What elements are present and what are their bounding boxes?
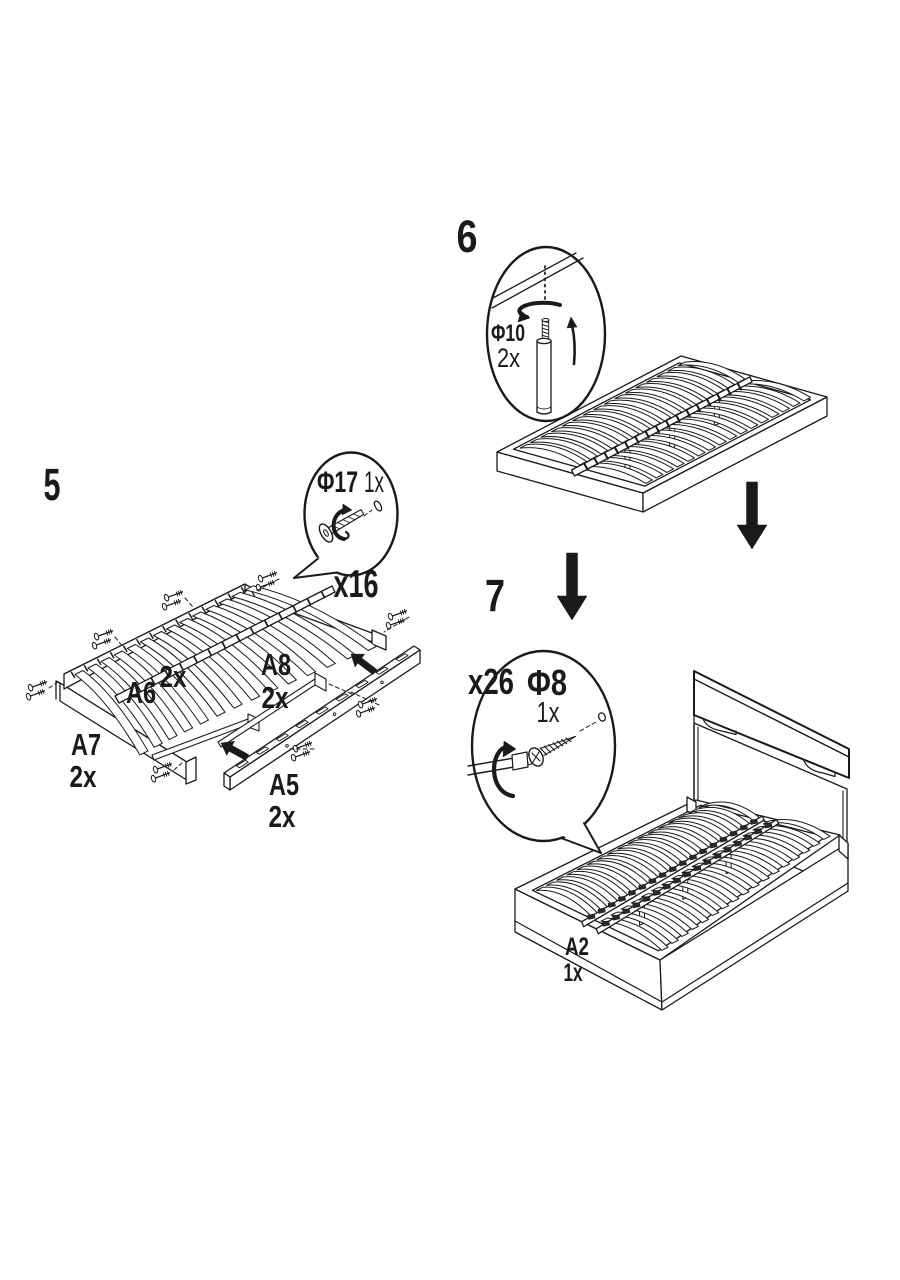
svg-text:1x: 1x [564,959,583,987]
svg-text:2x: 2x [160,659,188,694]
svg-text:Φ10: Φ10 [491,320,525,347]
svg-text:x16: x16 [334,563,379,606]
svg-text:A8: A8 [261,647,291,682]
svg-text:A6: A6 [126,675,156,710]
svg-text:2x: 2x [262,680,290,715]
svg-text:2x: 2x [269,799,297,834]
svg-text:2x: 2x [497,343,520,373]
svg-text:2x: 2x [70,759,98,794]
svg-text:6: 6 [457,211,478,262]
svg-text:7: 7 [485,570,505,621]
svg-text:Φ8: Φ8 [527,662,567,703]
svg-text:x26: x26 [468,661,514,702]
svg-text:Φ17: Φ17 [317,466,358,499]
svg-text:1x: 1x [537,697,560,729]
svg-text:A7: A7 [71,727,101,762]
svg-text:5: 5 [44,459,61,510]
svg-text:A2: A2 [565,933,589,961]
svg-text:1x: 1x [364,466,384,499]
svg-text:A5: A5 [269,767,299,802]
